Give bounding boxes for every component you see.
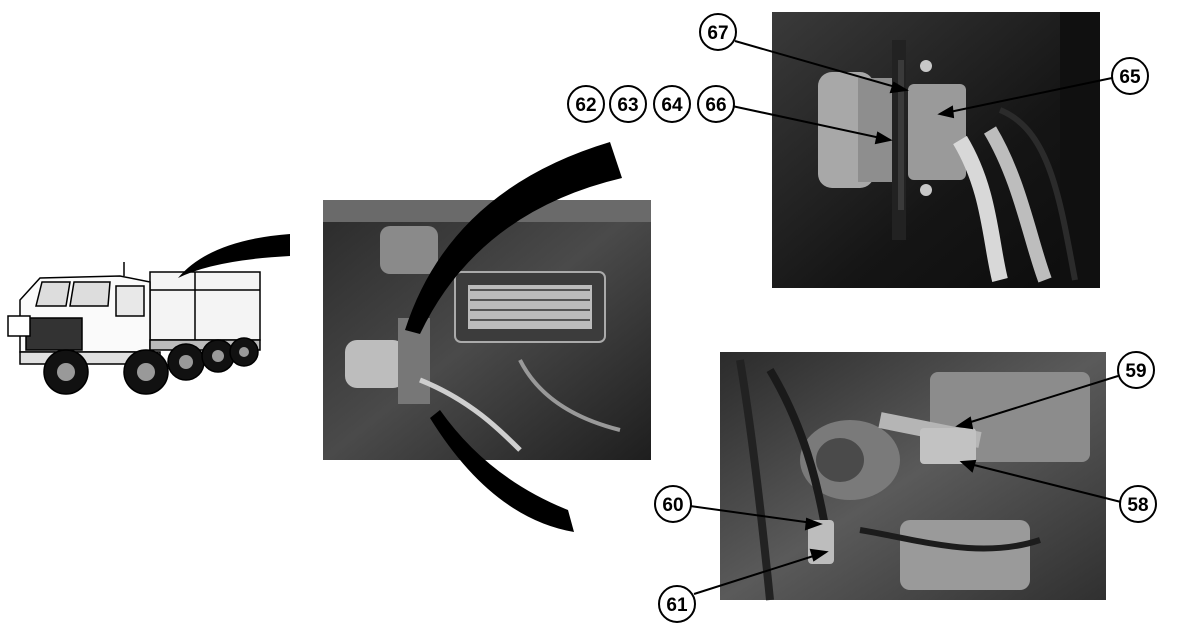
callout-67-label: 67 <box>707 23 728 44</box>
callout-63: 63 <box>610 86 646 122</box>
callout-65-label: 65 <box>1119 67 1141 88</box>
callout-59: 59 <box>1118 352 1154 388</box>
callout-66-label: 66 <box>705 95 726 116</box>
callout-64-label: 64 <box>661 95 683 116</box>
callout-67: 67 <box>700 14 736 50</box>
callout-58: 58 <box>1120 486 1156 522</box>
callout-59-label: 59 <box>1125 361 1146 382</box>
truck-illustration <box>8 262 260 394</box>
callout-66: 66 <box>698 86 734 122</box>
callout-58-label: 58 <box>1127 495 1148 516</box>
callout-61: 61 <box>659 586 695 622</box>
callout-64: 64 <box>654 86 690 122</box>
engine-harness-photo <box>720 352 1106 600</box>
callout-62-label: 62 <box>575 95 596 116</box>
callout-60: 60 <box>655 486 691 522</box>
callout-63-label: 63 <box>617 95 638 116</box>
callout-61-label: 61 <box>666 595 688 616</box>
callout-62: 62 <box>568 86 604 122</box>
callout-65: 65 <box>1112 58 1148 94</box>
callout-60-label: 60 <box>662 495 683 516</box>
connector-detail-photo <box>772 12 1100 288</box>
